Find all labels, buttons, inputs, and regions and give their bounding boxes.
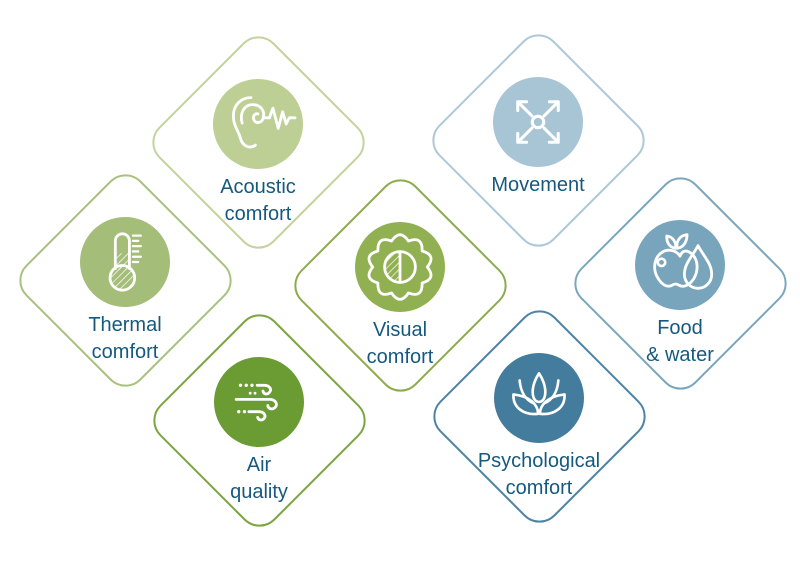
sun-contrast-icon [355, 222, 445, 312]
movement-label: Movement [420, 172, 656, 199]
label-line-2: comfort [91, 341, 159, 363]
label-line-2: quality [230, 481, 288, 503]
ear-sound-wave-icon [213, 79, 303, 169]
visual-comfort-label: Visual comfort [282, 317, 518, 371]
node-air-quality: Air quality [141, 302, 377, 538]
label-line-1: Visual [372, 319, 428, 341]
label-line-2: comfort [366, 346, 434, 368]
label-line-2: comfort [505, 477, 573, 499]
label-line-1: Thermal [88, 314, 162, 336]
label-line-1: Acoustic [220, 176, 296, 198]
acoustic-comfort-label: Acoustic comfort [140, 174, 376, 228]
expand-arrows-icon [493, 77, 583, 167]
food-water-label: Food & water [562, 315, 798, 369]
lotus-icon [494, 353, 584, 443]
label-line-2: & water [646, 344, 714, 366]
label-line-2: comfort [224, 203, 292, 225]
node-food-water: Food & water [562, 165, 798, 401]
node-movement: Movement [420, 22, 656, 258]
node-psychological-comfort: Psychological comfort [421, 298, 657, 534]
label-line-1: Movement [491, 174, 585, 196]
node-thermal-comfort: Thermal comfort [7, 162, 243, 398]
label-line-1: Food [657, 317, 703, 339]
wind-icon [214, 357, 304, 447]
label-line-1: Psychological [477, 450, 601, 472]
apple-droplet-icon [635, 220, 725, 310]
thermal-comfort-label: Thermal comfort [7, 312, 243, 366]
air-quality-label: Air quality [141, 452, 377, 506]
node-visual-comfort: Visual comfort [282, 167, 518, 403]
thermometer-icon [80, 217, 170, 307]
node-acoustic-comfort: Acoustic comfort [140, 24, 376, 260]
label-line-1: Air [246, 454, 272, 476]
psychological-comfort-label: Psychological comfort [421, 448, 657, 502]
